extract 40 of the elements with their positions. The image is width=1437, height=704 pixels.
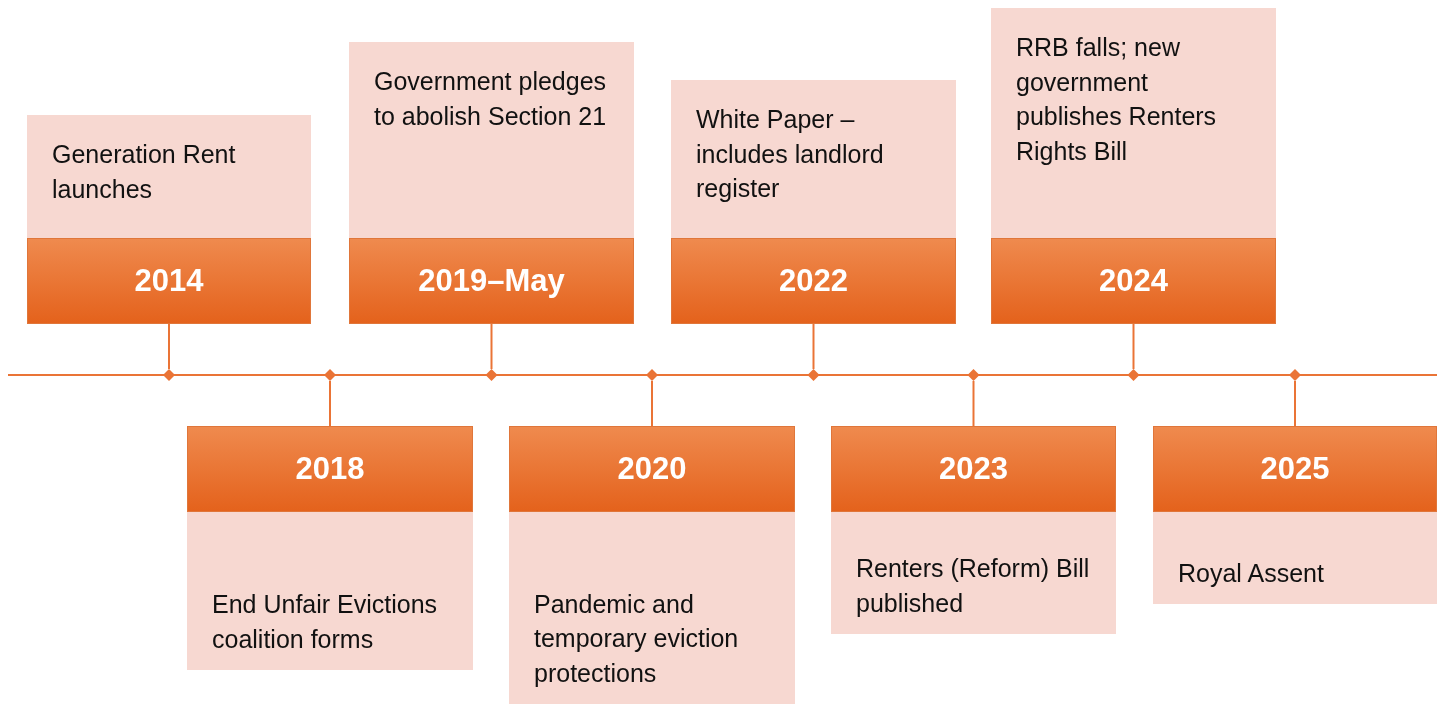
connector-line xyxy=(651,380,653,427)
timeline-marker xyxy=(967,369,980,381)
timeline-marker xyxy=(163,369,175,381)
connector-line xyxy=(1132,323,1135,370)
connector-line xyxy=(1294,380,1296,427)
event-card xyxy=(27,115,311,324)
event-description: Renters (Reform) Bill published xyxy=(855,553,1091,619)
event-description: End Unfair Evictions coalition forms xyxy=(211,589,439,655)
year-label: 2024 xyxy=(991,238,1276,324)
event-description: Generation Rent launches xyxy=(51,139,237,205)
timeline-marker xyxy=(1289,369,1301,381)
event-card xyxy=(349,42,634,324)
year-label: 2022 xyxy=(671,238,956,324)
year-label: 2019–May xyxy=(349,238,634,324)
event-card xyxy=(831,426,1116,634)
year-label: 2023 xyxy=(831,426,1116,512)
year-label: 2014 xyxy=(27,238,311,324)
year-label: 2020 xyxy=(509,426,795,512)
timeline-marker xyxy=(1127,369,1140,381)
event-card xyxy=(671,80,956,324)
connector-line xyxy=(168,323,170,370)
event-description: Royal Assent xyxy=(1177,557,1325,589)
event-description: Pandemic and temporary eviction protections xyxy=(533,588,740,689)
event-description: Government pledges to abolish Section 21 xyxy=(373,66,608,132)
event-description: RRB falls; new government publishes Renters Rights Bill xyxy=(1015,32,1218,167)
event-card xyxy=(509,426,795,704)
timeline-marker xyxy=(485,369,498,381)
year-label: 2018 xyxy=(187,426,473,512)
timeline-marker xyxy=(324,369,336,381)
connector-line xyxy=(812,323,815,370)
connector-line xyxy=(972,380,975,427)
event-card xyxy=(1153,426,1437,604)
event-card xyxy=(991,8,1276,324)
event-description: White Paper – includes landlord register xyxy=(695,104,885,204)
timeline-marker xyxy=(646,369,658,381)
connector-line xyxy=(490,323,493,370)
connector-line xyxy=(329,380,331,427)
event-card xyxy=(187,426,473,670)
year-label: 2025 xyxy=(1153,426,1437,512)
timeline-marker xyxy=(807,369,820,381)
